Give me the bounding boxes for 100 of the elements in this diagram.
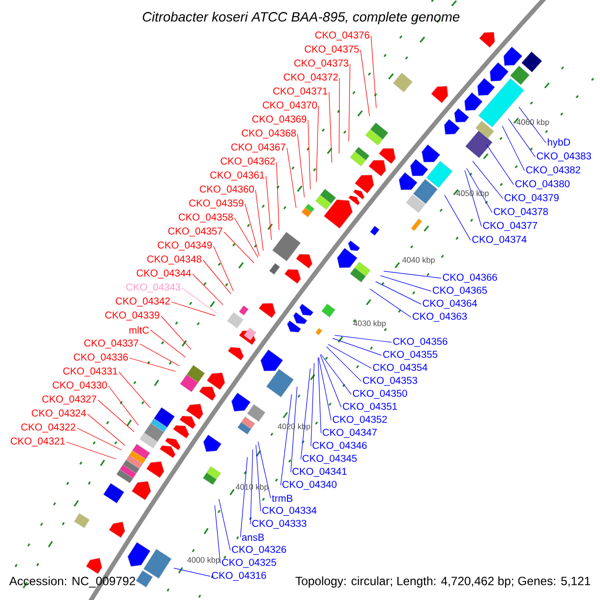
- gene-label: ansB: [242, 534, 264, 541]
- leader-line: [370, 36, 377, 108]
- topology-label: Topology: circular; Length: 4,720,462 bp; Genes: 5,121: [296, 576, 590, 588]
- leader-line: [310, 362, 314, 447]
- leader-line: [224, 232, 254, 264]
- gene-label: CKO_04363: [412, 312, 467, 322]
- gene-label: CKO_04367: [231, 144, 286, 152]
- leader-line: [240, 456, 248, 538]
- leader-line: [326, 346, 362, 382]
- gene-label: CKO_04372: [284, 74, 338, 82]
- gene-label: CKO_04370: [262, 102, 317, 110]
- leader-line: [66, 442, 116, 460]
- leader-line: [160, 316, 192, 350]
- leader-line: [320, 354, 342, 408]
- leader-line: [214, 505, 221, 564]
- leader-line: [76, 428, 122, 450]
- leader-line: [276, 162, 280, 230]
- leader-line: [370, 288, 412, 318]
- tick-label: 4000 kbp: [187, 556, 220, 564]
- gene-label: CKO_04362: [220, 158, 275, 166]
- leader-line: [218, 498, 231, 551]
- leader-line: [508, 118, 536, 158]
- leader-line: [244, 204, 260, 256]
- gene-label: CKO_04380: [515, 180, 570, 190]
- leader-line: [360, 50, 370, 116]
- gene-label: CKO_04373: [294, 60, 348, 68]
- gene-label: CKO_04375: [304, 46, 359, 54]
- gene-label: CKO_04371: [273, 88, 328, 96]
- tick-label: 4040 kbp: [402, 256, 435, 264]
- leader-line: [234, 218, 258, 258]
- gene-label: CKO_04322: [21, 424, 76, 432]
- leader-line: [266, 176, 272, 240]
- gene-label: mltC: [129, 326, 149, 334]
- leader-line: [256, 444, 261, 512]
- leader-line: [255, 190, 264, 251]
- gene-label: CKO_04349: [158, 242, 212, 250]
- gene-label: CKO_04325: [222, 558, 276, 568]
- gene-label: CKO_04326: [232, 546, 286, 555]
- gene-label: CKO_04339: [105, 312, 160, 320]
- leader-line: [338, 78, 340, 154]
- leader-line: [171, 302, 216, 316]
- gene-label: CKO_04356: [393, 338, 448, 347]
- gene-label: CKO_04376: [315, 32, 370, 40]
- leader-line: [108, 386, 139, 426]
- leader-line: [300, 368, 311, 460]
- gene-label: hybD: [548, 138, 570, 148]
- leader-line: [486, 144, 514, 185]
- leader-line: [444, 194, 471, 241]
- tick-label: 4030 kbp: [353, 320, 386, 328]
- gene-label: CKO_04330: [52, 382, 107, 390]
- gene-label: CKO_04321: [10, 438, 65, 446]
- leader-line: [173, 568, 210, 577]
- gene-label: CKO_04348: [147, 256, 202, 264]
- leader-line: [213, 246, 234, 292]
- gene-label: CKO_04342: [116, 298, 170, 306]
- gene-label: CKO_04379: [504, 194, 559, 204]
- leader-line: [150, 330, 186, 358]
- gene-label: CKO_04346: [312, 442, 367, 451]
- leader-line: [192, 274, 224, 306]
- leader-line: [258, 441, 271, 499]
- gene-label: CKO_04337: [84, 340, 138, 348]
- leader-line: [502, 126, 525, 172]
- leader-line: [290, 386, 298, 473]
- gene-label: CKO_04383: [536, 152, 591, 162]
- leader-line: [348, 64, 350, 142]
- gene-label: CKO_04358: [178, 214, 233, 222]
- gene-label: CKO_04340: [282, 480, 337, 490]
- leader-line: [182, 288, 218, 314]
- gene-label: CKO_04377: [483, 222, 538, 231]
- gene-label: CKO_04378: [494, 208, 548, 217]
- gene-label: CKO_04355: [383, 350, 438, 360]
- gene-label: CKO_04334: [262, 506, 317, 516]
- leader-line: [332, 338, 382, 356]
- gene-label: CKO_04352: [332, 416, 387, 425]
- gene-label: CKO_04347: [322, 428, 377, 438]
- gene-label: CKO_04327: [42, 396, 96, 404]
- leader-line: [320, 354, 352, 395]
- gene-label: CKO_04361: [210, 172, 264, 180]
- gene-label: CKO_04344: [136, 270, 191, 278]
- leader-line: [318, 356, 332, 421]
- leader-line: [334, 335, 392, 343]
- leader-line: [380, 275, 432, 292]
- leader-line: [250, 449, 254, 525]
- leader-line: [375, 281, 422, 304]
- gene-label: CKO_04354: [373, 364, 428, 373]
- gene-label: CKO_04368: [242, 130, 296, 138]
- leader-line: [316, 106, 319, 182]
- gene-label: CKO_04382: [526, 166, 580, 176]
- gene-label: CKO_04374: [472, 236, 527, 245]
- leader-line: [118, 372, 151, 408]
- leader-line: [328, 344, 372, 369]
- gene-label: CKO_04343: [126, 284, 180, 292]
- leader-line: [202, 260, 232, 294]
- gene-label: CKO_04366: [442, 274, 497, 283]
- leader-line: [98, 400, 134, 432]
- gene-label: CKO_04364: [422, 300, 478, 309]
- leader-line: [140, 344, 180, 366]
- gene-label: CKO_04365: [432, 286, 487, 296]
- accession-label: Accession: NC_009792: [9, 576, 136, 588]
- gene-label: CKO_04333: [252, 520, 306, 529]
